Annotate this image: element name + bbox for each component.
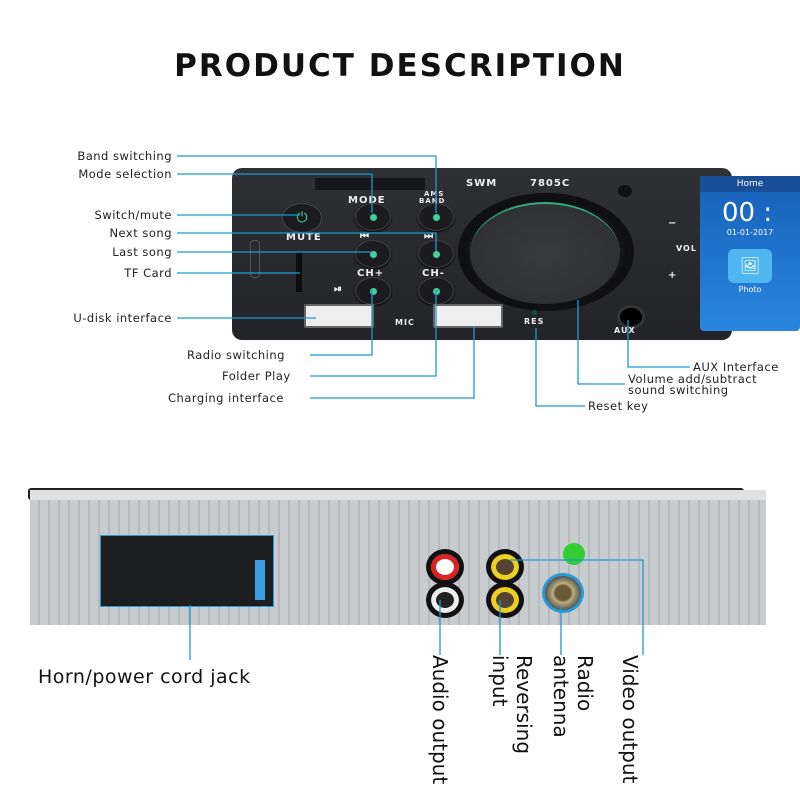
rca-yellow-reverse[interactable] (486, 582, 524, 618)
photo-app-label: Photo (738, 285, 762, 294)
aux-jack[interactable] (617, 305, 645, 329)
label-u-disk: U-disk interface (73, 311, 172, 325)
usb-port-music[interactable] (304, 304, 374, 328)
usb-port-charging[interactable] (433, 304, 503, 328)
touch-screen[interactable]: Home 00 : 01-01-2017 🖼 Photo (700, 176, 800, 331)
page-title: PRODUCT DESCRIPTION (174, 48, 626, 84)
mute-label: MUTE (286, 232, 322, 243)
prev-icon: ⏮ (360, 231, 370, 242)
label-charging-interface: Charging interface (168, 391, 284, 405)
leader-mode (177, 173, 373, 213)
leader-aux (627, 320, 690, 368)
label-reset-key: Reset key (588, 399, 649, 413)
leader-volume (577, 300, 625, 385)
label-radio-switching: Radio switching (187, 348, 285, 362)
label-switch-mute: Switch/mute (94, 208, 172, 222)
antenna-socket[interactable] (542, 573, 584, 613)
power-mute-button[interactable]: ⏻ (282, 203, 322, 233)
label-reversing-input: Reversing input (488, 655, 536, 755)
leader-folder (310, 290, 437, 377)
ir-sensor (618, 185, 632, 197)
label-video-output: Video output (618, 655, 642, 784)
label-aux-interface: AUX Interface (693, 360, 779, 374)
iso-connector[interactable] (100, 535, 274, 607)
display-slot (315, 178, 425, 190)
leader-charging (310, 326, 475, 399)
vol-label: VOL (676, 244, 697, 253)
aux-label: AUX (614, 326, 636, 335)
mic-hole (250, 240, 260, 278)
label-last-song: Last song (112, 245, 172, 259)
label-tf-card: TF Card (124, 266, 172, 280)
screen-date: 01-01-2017 (726, 228, 774, 237)
label-folder-play: Folder Play (222, 369, 291, 383)
vol-plus-label: + (668, 270, 678, 281)
label-next-song: Next song (109, 226, 172, 240)
screen-time: 00 : (722, 198, 773, 228)
leader-reset (535, 328, 585, 407)
photo-app-icon[interactable]: 🖼 (728, 249, 772, 283)
brand-label: SWM (466, 178, 498, 189)
leader-radio (310, 290, 373, 356)
label-band-switching: Band switching (77, 149, 172, 163)
mic-label: MIC (395, 318, 415, 327)
label-mode-selection: Mode selection (78, 167, 172, 181)
band-label: BAND (419, 197, 446, 205)
volume-knob[interactable] (470, 202, 620, 304)
tf-card-slot[interactable] (296, 252, 302, 292)
next-icon: ⏭ (424, 231, 434, 242)
label-volume: Volume add/subtract (628, 372, 758, 386)
ch-plus-button[interactable] (355, 277, 391, 305)
reset-button[interactable] (532, 310, 537, 315)
ch-plus-label: CH+ (357, 268, 385, 279)
mode-label: MODE (348, 195, 386, 206)
rca-yellow-video[interactable] (486, 549, 524, 585)
label-sound-switching: sound switching (628, 383, 729, 397)
model-label: 7805C (530, 178, 571, 189)
screen-header: Home (700, 176, 800, 192)
label-audio-output: Audio output (428, 655, 452, 785)
last-song-button[interactable] (355, 240, 391, 268)
leader-band (177, 155, 437, 213)
play-pause-icon: ⏯ (334, 284, 343, 295)
leader-video (510, 559, 644, 655)
leader-next (177, 232, 437, 251)
vol-minus-label: − (668, 218, 678, 229)
ams-label: AMS (424, 190, 445, 198)
fuse (255, 560, 265, 600)
ch-minus-label: CH- (422, 268, 445, 279)
label-horn-power: Horn/power cord jack (38, 666, 251, 688)
label-radio-antenna: Radio antenna (549, 655, 597, 738)
rca-white[interactable] (426, 582, 464, 618)
res-label: RES (524, 317, 545, 326)
mode-button[interactable] (355, 203, 391, 231)
